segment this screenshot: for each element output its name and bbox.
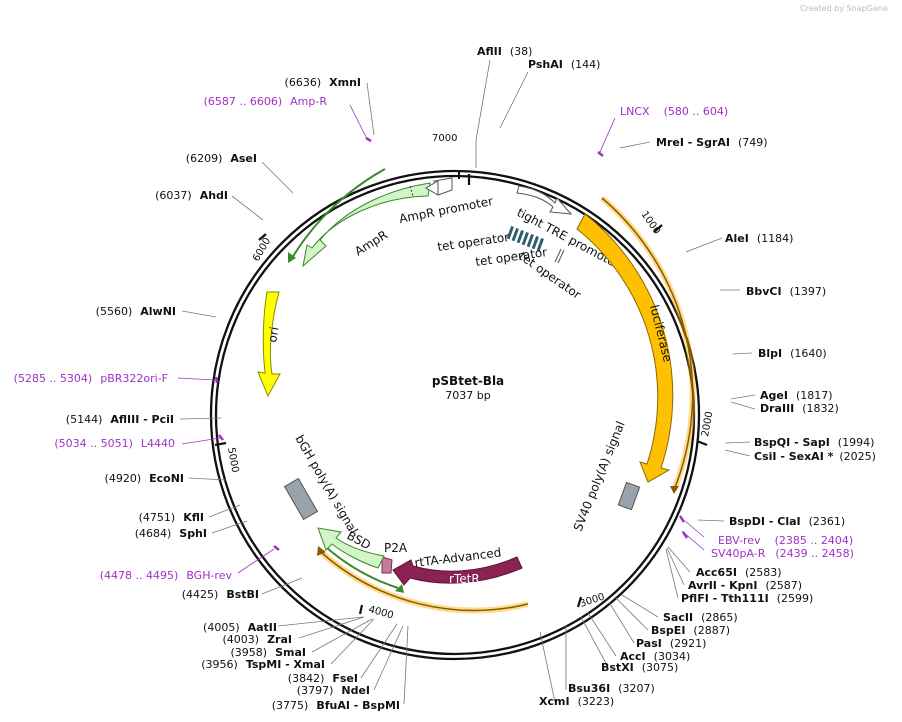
tick-2000 (696, 439, 708, 447)
ampr-outline-arrowhead (288, 252, 296, 263)
enzyme-label: (3842)FseI (288, 672, 358, 685)
enzyme-label: (3958)SmaI (231, 646, 306, 659)
tick-label-2000: 2000 (700, 411, 715, 438)
enzyme-label: BlpI(1640) (758, 347, 827, 360)
watermark-text: Created by SnapGene (800, 4, 888, 13)
rtta-outline-arrowhead (317, 546, 326, 556)
enzyme-label: (4005)AatII (203, 621, 277, 634)
sv40-polya-block[interactable] (617, 481, 641, 511)
enzyme-label: (4425)BstBI (182, 588, 259, 601)
tight-tre-promoter-arrow[interactable] (516, 185, 573, 215)
tick-1000 (653, 224, 663, 233)
rtetr-arrow[interactable] (392, 556, 523, 586)
ampr-arrow[interactable] (302, 182, 431, 268)
ampr-outline (291, 168, 386, 259)
enzyme-label: AccI(3034) (620, 650, 690, 663)
primer-label: (5285 .. 5304)pBR322ori-F (14, 372, 168, 385)
luciferase-outline (601, 197, 694, 491)
luciferase-arrow[interactable] (576, 213, 674, 483)
enzyme-label: (3956)TspMI - XmaI (201, 658, 325, 671)
enzyme-label: (4003)ZraI (223, 633, 293, 646)
rtta-outline (321, 552, 529, 612)
enzyme-label: DraIII(1832) (760, 402, 839, 415)
enzyme-label: (3797)NdeI (297, 684, 370, 697)
plasmid-name: pSBtet-Bla (432, 374, 504, 388)
ampr-label: AmpR (352, 228, 390, 259)
ampr-promoter-label: AmpR promoter (398, 194, 494, 226)
tick-label-7000: 7000 (432, 133, 457, 144)
enzyme-label: (3775)BfuAI - BspMI (272, 699, 400, 712)
enzyme-label: (6037)AhdI (155, 189, 228, 202)
enzyme-labels: AflII(38) PshAI(144) MreI - SgrAI(749) A… (66, 45, 876, 712)
enzyme-label: BstXI(3075) (601, 661, 678, 674)
primer-labels: LNCX(580 .. 604) EBV-rev(2385 .. 2404) S… (14, 95, 854, 582)
rtetr-label: rTetR (449, 572, 480, 586)
sv40-polya-label: SV40 poly(A) signal (571, 419, 628, 533)
enzyme-leader-lines (179, 59, 756, 705)
enzyme-label: (4684)SphI (135, 527, 207, 540)
enzyme-label: AleI(1184) (725, 232, 793, 245)
enzyme-label: (6209)AseI (186, 152, 257, 165)
enzyme-label: (5144)AflIII - PciI (66, 413, 174, 426)
enzyme-label: BbvCI(1397) (746, 285, 826, 298)
ampr-promoter-arrowhead (425, 180, 439, 196)
ampr-promoter-boundary (409, 185, 414, 197)
primer-label: (4478 .. 4495)BGH-rev (100, 569, 233, 582)
tick-5000 (214, 441, 227, 447)
bsd-outline (326, 547, 399, 589)
enzyme-label: BspDI - ClaI(2361) (729, 515, 845, 528)
bgh-polya-label: bGH poly(A) signal (292, 433, 360, 537)
p2a-block[interactable] (381, 556, 393, 574)
bsd-arrow[interactable] (317, 527, 385, 569)
primer-marks (214, 136, 689, 551)
enzyme-label: AvrII - KpnI(2587) (688, 579, 802, 592)
enzyme-label: Acc65I(2583) (696, 566, 782, 579)
enzyme-label: (5560)AlwNI (96, 305, 176, 318)
primer-label: (5034 .. 5051)L4440 (54, 437, 175, 450)
backbone-outer (209, 169, 701, 661)
enzyme-label: (6636)XmnI (285, 76, 361, 89)
enzyme-label: AflII(38) (477, 45, 532, 58)
tet-operator-blocks[interactable] (506, 226, 565, 264)
tick-label-1000: 1000 (639, 209, 663, 236)
tick-label-6000: 6000 (251, 236, 273, 264)
tick-6000 (258, 233, 267, 241)
p2a-label: P2A (384, 541, 408, 555)
tick-label-5000: 5000 (225, 447, 240, 474)
backbone-inner (214, 174, 696, 656)
tick-marks (214, 174, 708, 615)
enzyme-label: SacII(2865) (663, 611, 738, 624)
tick-4000 (358, 604, 364, 615)
enzyme-label: PasI(2921) (636, 637, 706, 650)
enzyme-label: PflFI - Tth111I(2599) (681, 592, 813, 605)
enzyme-label: BspEI(2887) (651, 624, 730, 637)
plasmid-size: 7037 bp (445, 389, 490, 402)
enzyme-label: BspQI - SapI(1994) (754, 436, 874, 449)
tick-3000 (576, 596, 583, 608)
primer-label: (6587 .. 6606)Amp-R (204, 95, 328, 108)
ori-arrow[interactable] (257, 291, 281, 398)
bgh-polya-block[interactable] (283, 477, 319, 521)
enzyme-label: (4751)KflI (139, 511, 204, 524)
primer-label: EBV-rev(2385 .. 2404) (718, 534, 853, 547)
tick-label-3000: 3000 (579, 592, 607, 610)
enzyme-label: CsiI - SexAI *(2025) (754, 450, 876, 463)
enzyme-label: MreI - SgrAI(749) (656, 136, 768, 149)
luciferase-outline-arrowhead (670, 486, 679, 494)
bsd-outline-arrowhead (395, 584, 404, 593)
primer-label: LNCX(580 .. 604) (620, 105, 728, 118)
enzyme-label: Bsu36I(3207) (568, 682, 655, 695)
ori-label: ori (265, 326, 281, 344)
primer-leader-lines (177, 104, 705, 574)
enzyme-label: PshAI(144) (528, 58, 600, 71)
enzyme-label: XcmI(3223) (539, 695, 614, 708)
enzyme-label: AgeI(1817) (760, 389, 833, 402)
enzyme-label: (4920)EcoNI (105, 472, 184, 485)
tet-operator-label-1: tet operator (436, 230, 510, 254)
tick-label-4000: 4000 (367, 604, 394, 621)
primer-label: SV40pA-R(2439 .. 2458) (711, 547, 854, 560)
